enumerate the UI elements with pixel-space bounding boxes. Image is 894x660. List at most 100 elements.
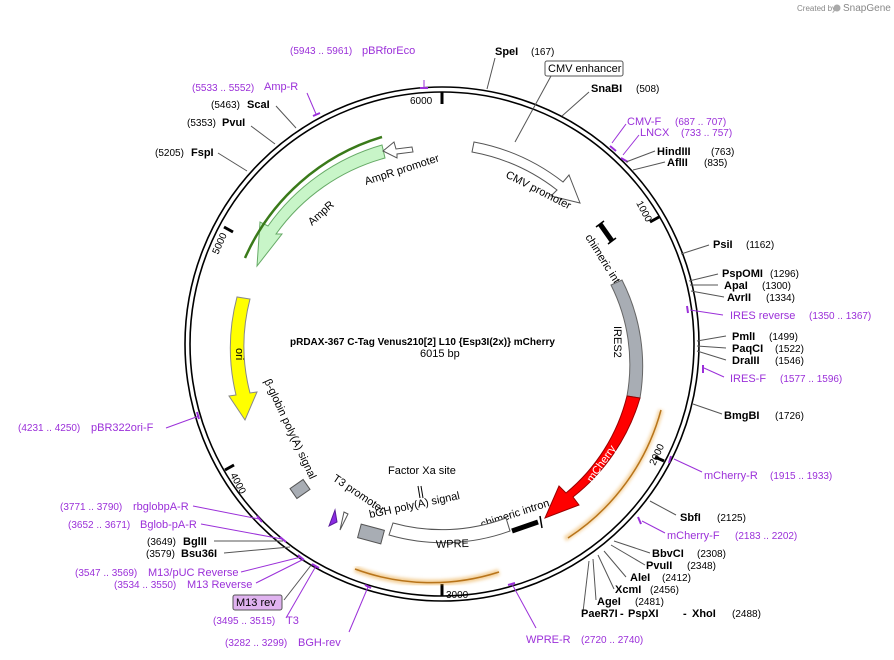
bmgbi-name[interactable]: BmgBI	[724, 410, 759, 422]
beta-globin-label: β-globin poly(A) signal	[261, 377, 318, 481]
rbglobpa-pos: (3771 .. 3790)	[60, 502, 122, 513]
mcherryr-pos: (1915 .. 1933)	[770, 471, 832, 482]
tick-label-3000: 3000	[446, 590, 469, 601]
lncx-pos: (733 .. 757)	[681, 128, 732, 139]
tick-label-4000: 4000	[227, 471, 247, 496]
ampr-green-line	[243, 135, 383, 259]
hindiii-pos: (763)	[711, 147, 734, 158]
snapgene-logo-icon	[833, 4, 841, 12]
chimeric-intron-1-bar[interactable]	[597, 222, 615, 243]
bsu36i-name[interactable]: Bsu36I	[181, 548, 217, 560]
mcherryr-name[interactable]: mCherry-R	[704, 470, 758, 482]
xhoi-name[interactable]: XhoI	[692, 608, 716, 620]
hindiii-name[interactable]: HindIII	[657, 146, 691, 158]
mcherry-arrow[interactable]	[544, 395, 641, 519]
t3-promoter-arrow[interactable]	[339, 511, 349, 531]
pspomi-name[interactable]: PspOMI	[722, 268, 763, 280]
spei-name[interactable]: SpeI	[495, 46, 518, 58]
m13rev-feature-label: M13 rev	[236, 597, 276, 609]
t3-promoter-label: T3 promoter	[330, 473, 387, 517]
psii-name[interactable]: PsiI	[713, 239, 733, 251]
pspxi-name[interactable]: PspXI	[628, 608, 659, 620]
bghrev-pos: (3282 .. 3299)	[225, 638, 287, 649]
cmvf-pos: (687 .. 707)	[675, 117, 726, 128]
plasmid-name: pRDAX-367 C-Tag Venus210[2] L10 {Esp3I(2…	[290, 337, 555, 348]
bglobpa-name[interactable]: Bglob-pA-R	[140, 519, 197, 531]
snabi-pos: (508)	[636, 84, 659, 95]
paer7i-name[interactable]: PaeR7I	[581, 608, 618, 620]
bghrev-name[interactable]: BGH-rev	[298, 637, 341, 649]
wpre-label: WPRE	[436, 538, 469, 551]
bbvci-pos: (2308)	[697, 549, 726, 560]
scai-name[interactable]: ScaI	[247, 99, 270, 111]
pbrforeco-pos: (5943 .. 5961)	[290, 46, 352, 57]
pbrforeco-name[interactable]: pBRforEco	[362, 45, 415, 57]
rbglobpa-name[interactable]: rbglobpA-R	[133, 501, 189, 513]
bglii-name[interactable]: BglII	[183, 536, 207, 548]
wpre-bar[interactable]	[388, 517, 511, 544]
mcherryf-name[interactable]: mCherry-F	[667, 530, 720, 542]
fspi-name[interactable]: FspI	[191, 147, 214, 159]
bglii-pos: (3649)	[147, 537, 176, 548]
bbvci-name[interactable]: BbvCI	[652, 548, 684, 560]
bsu36i-pos: (3579)	[146, 549, 175, 560]
alei-pos: (2412)	[662, 573, 691, 584]
cmvf-name[interactable]: CMV-F	[627, 116, 662, 128]
ori-arrow[interactable]	[228, 296, 258, 422]
iresf-pos: (1577 .. 1596)	[780, 374, 842, 385]
cmv-enhancer-box	[544, 60, 624, 77]
paqci-name[interactable]: PaqCI	[732, 343, 763, 355]
snapgene-brand: SnapGene	[843, 3, 891, 14]
pmli-pos: (1499)	[769, 332, 798, 343]
agei-pos: (2481)	[635, 597, 664, 608]
mcherry-r-arc	[567, 409, 662, 539]
psii-pos: (1162)	[746, 240, 774, 251]
snabi-name[interactable]: SnaBI	[591, 83, 622, 95]
agei-name[interactable]: AgeI	[597, 596, 621, 608]
mcherry-label: mCherry	[585, 443, 619, 485]
pvuii-name[interactable]: PvuII	[646, 560, 672, 572]
paqci-pos: (1522)	[775, 344, 804, 355]
t3-primer-pos: (3495 .. 3515)	[213, 616, 275, 627]
wprer-name[interactable]: WPRE-R	[526, 634, 571, 646]
t3-primer-name[interactable]: T3	[286, 615, 299, 627]
pbr322ori-name[interactable]: pBR322ori-F	[91, 422, 154, 434]
alei-name[interactable]: AleI	[630, 572, 650, 584]
mcherry-r-orange-arc	[563, 409, 664, 542]
avrii-name[interactable]: AvrII	[727, 292, 751, 304]
aflii-name[interactable]: AflII	[667, 157, 688, 169]
apai-name[interactable]: ApaI	[724, 280, 748, 292]
draiii-name[interactable]: DraIII	[732, 355, 760, 367]
ampr-primer-pos: (5533 .. 5552)	[192, 83, 254, 94]
m13rev-box	[232, 594, 283, 611]
ori-label: ori	[233, 348, 245, 360]
chimeric-intron-2-bar[interactable]	[511, 519, 539, 534]
spei-pos: (167)	[531, 47, 554, 58]
iresf-name[interactable]: IRES-F	[730, 373, 766, 385]
pmli-name[interactable]: PmlI	[732, 331, 755, 343]
beta-globin-box[interactable]	[289, 478, 311, 500]
backbone-outer	[184, 86, 700, 602]
ampr-promoter-arrow[interactable]	[382, 141, 414, 159]
ampr-label: AmpR	[306, 199, 337, 228]
cmv-promoter-arrow[interactable]	[471, 141, 581, 204]
scai-pos: (5463)	[211, 100, 240, 111]
aflii-pos: (835)	[704, 158, 727, 169]
m13puc-pos: (3547 .. 3569)	[75, 568, 137, 579]
pvui-name[interactable]: PvuI	[222, 117, 245, 129]
m13rev-primer-name[interactable]: M13 Reverse	[187, 579, 252, 591]
pspomi-pos: (1296)	[770, 269, 799, 280]
ampr-primer-name[interactable]: Amp-R	[264, 81, 298, 93]
xcmi-name[interactable]: XcmI	[615, 584, 641, 596]
m13puc-name[interactable]: M13/pUC Reverse	[148, 567, 238, 579]
ampr-arrow[interactable]	[256, 144, 386, 268]
credit-prefix: Created by	[797, 4, 836, 13]
sbfi-name[interactable]: SbfI	[680, 512, 701, 524]
bgh-box[interactable]	[356, 523, 386, 545]
iresrev-name[interactable]: IRES reverse	[730, 310, 795, 322]
lncx-name[interactable]: LNCX	[640, 127, 670, 139]
xcmi-pos: (2456)	[650, 585, 679, 596]
mcherryf-pos: (2183 .. 2202)	[735, 531, 797, 542]
paer7i-pos: (2488)	[732, 609, 761, 620]
